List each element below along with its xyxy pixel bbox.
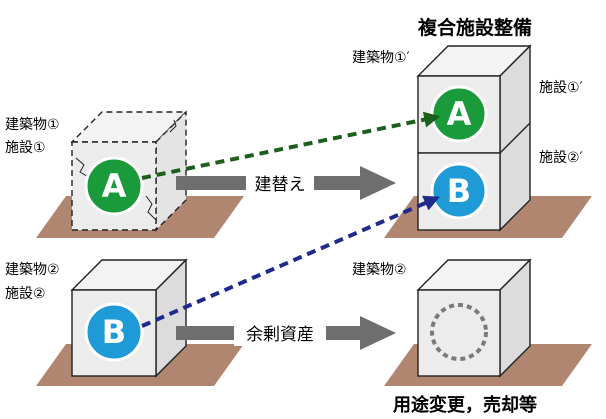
- facility-a-badge: [84, 156, 144, 216]
- diagram-title: 複合施設整備: [417, 16, 532, 39]
- arrow-label-backing: [234, 320, 326, 346]
- relocate-b-dashed-arrow: [141, 195, 440, 328]
- crack-mark: [75, 157, 91, 179]
- facility-b-letter: B: [102, 313, 126, 351]
- vacant-building-2: [384, 258, 592, 386]
- new-facility-a-letter: A: [447, 95, 472, 133]
- arrow-label-backing: [246, 170, 314, 196]
- rebuild-label: 建替え: [255, 175, 306, 195]
- old-building-2: B: [36, 258, 244, 386]
- right-facility-1-label: 施設①′: [539, 80, 583, 96]
- footer-caption: 用途変更，売却等: [393, 394, 537, 416]
- rebuild-arrow: 建替え: [176, 166, 396, 200]
- right-building-2-label: 建築物②: [352, 262, 407, 278]
- new-facility-b-badge: [430, 162, 488, 220]
- relocate-a-dashed-arrow: [141, 111, 441, 180]
- right-building-1-label: 建築物①′: [352, 50, 410, 66]
- right-facility-2-label: 施設②′: [539, 150, 583, 166]
- arrow-head: [360, 166, 396, 200]
- facility-b-badge: [84, 302, 144, 362]
- new-facility-b-letter: B: [447, 172, 471, 210]
- crack-mark: [145, 195, 157, 221]
- left-facility-1-label: 施設①: [5, 140, 46, 156]
- facility-a-letter: A: [102, 167, 127, 205]
- new-composite-building: A B: [384, 44, 592, 238]
- left-facility-2-label: 施設②: [5, 286, 46, 302]
- floor-divider-side: [499, 122, 531, 154]
- surplus-label: 余剰資産: [246, 325, 314, 345]
- vacant-slot-ring: [430, 303, 488, 361]
- arrow-head: [360, 316, 396, 350]
- left-building-1-label: 建築物①: [5, 117, 60, 133]
- crack-mark: [169, 119, 177, 133]
- surplus-arrow: 余剰資産: [176, 316, 396, 350]
- left-building-2-label: 建築物②: [5, 262, 60, 278]
- old-building-1: A: [36, 110, 244, 238]
